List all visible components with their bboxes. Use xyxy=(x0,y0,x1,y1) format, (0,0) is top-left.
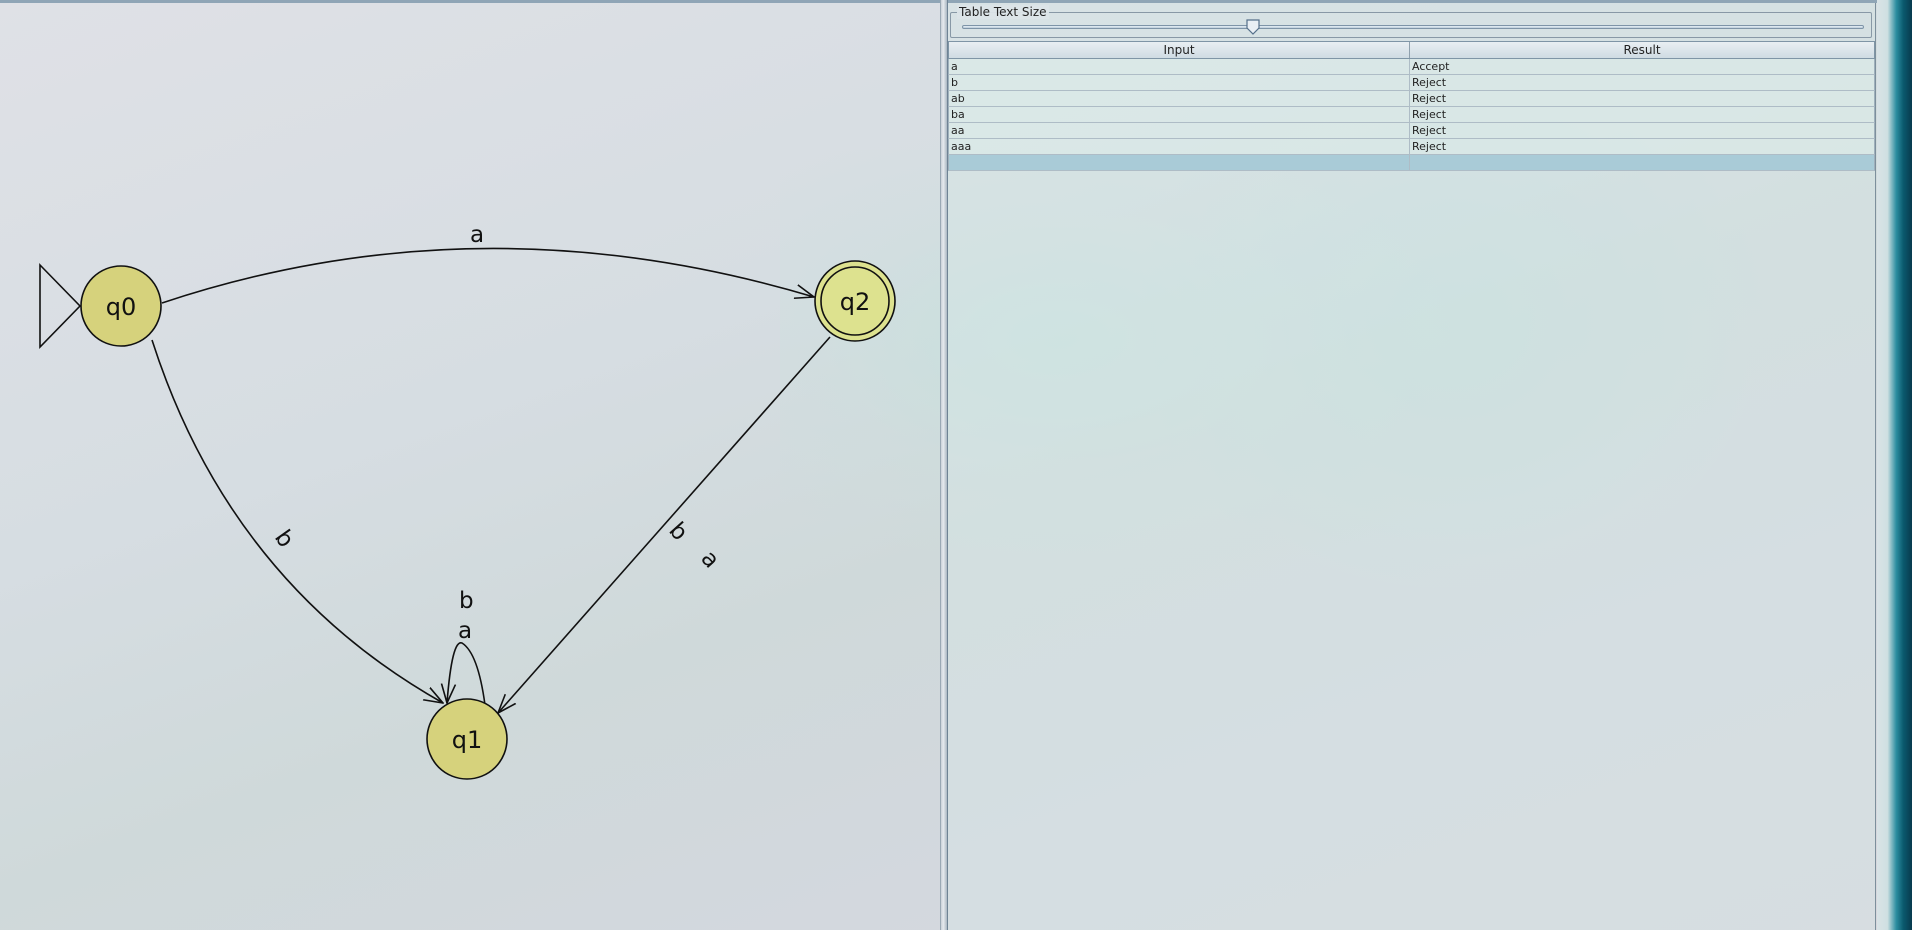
initial-state-arrow xyxy=(39,263,82,349)
result-cell: Accept xyxy=(1412,60,1450,73)
results-panel: Table Text Size Input Result a Accept b … xyxy=(948,3,1876,930)
transition-label-q1-q1-a: a xyxy=(458,618,472,644)
table-row[interactable]: a Accept xyxy=(948,59,1875,75)
text-size-slider-track[interactable] xyxy=(962,25,1864,29)
desktop-background-edge xyxy=(1877,0,1912,930)
transition-q0-q2[interactable] xyxy=(161,247,814,304)
background-nebula-2 xyxy=(1100,120,1800,620)
state-label-q0: q0 xyxy=(106,293,137,321)
split-pane-divider[interactable] xyxy=(940,0,948,930)
slider-legend: Table Text Size xyxy=(957,5,1049,19)
result-cell: Reject xyxy=(1412,92,1447,105)
state-label-q2: q2 xyxy=(840,288,871,316)
input-cell[interactable]: ba xyxy=(949,107,1410,122)
transition-q1-q1[interactable] xyxy=(447,642,486,706)
input-cell[interactable]: a xyxy=(949,59,1410,74)
transition-label-q0-q2: a xyxy=(470,222,484,248)
input-cell[interactable]: aaa xyxy=(949,139,1410,154)
result-cell: Reject xyxy=(1412,140,1447,153)
transition-label-q1-q1-b: b xyxy=(459,588,474,614)
background-nebula xyxy=(780,150,1480,570)
state-q0[interactable]: q0 xyxy=(80,265,162,347)
column-header-input[interactable]: Input xyxy=(949,42,1410,58)
transition-q0-q1[interactable] xyxy=(151,339,443,703)
table-row[interactable]: aa Reject xyxy=(948,123,1875,139)
result-cell xyxy=(1410,155,1874,170)
table-row[interactable]: ab Reject xyxy=(948,91,1875,107)
result-cell: Reject xyxy=(1412,108,1447,121)
transition-q2-q1[interactable] xyxy=(498,336,831,713)
table-row-empty-selected[interactable] xyxy=(948,155,1875,171)
state-q2[interactable]: q2 xyxy=(814,260,896,342)
automaton-canvas[interactable]: a b b a b a q0 q1 q2 xyxy=(0,3,940,930)
input-cell[interactable] xyxy=(949,155,1410,170)
state-label-q1: q1 xyxy=(452,726,483,754)
table-header: Input Result xyxy=(948,41,1875,59)
transition-label-q0-q1: b xyxy=(269,526,299,553)
input-cell[interactable]: aa xyxy=(949,123,1410,138)
column-header-result[interactable]: Result xyxy=(1623,43,1661,57)
transition-label-q2-q1-b: b xyxy=(664,518,693,546)
transition-label-q2-q1-a: a xyxy=(696,546,725,574)
result-cell: Reject xyxy=(1412,76,1447,89)
input-cell[interactable]: ab xyxy=(949,91,1410,106)
table-row[interactable]: b Reject xyxy=(948,75,1875,91)
input-cell[interactable]: b xyxy=(949,75,1410,90)
results-table: Input Result a Accept b Reject ab Reject… xyxy=(948,41,1875,171)
result-cell: Reject xyxy=(1412,124,1447,137)
table-text-size-group: Table Text Size xyxy=(950,5,1872,38)
table-row[interactable]: ba Reject xyxy=(948,107,1875,123)
table-row[interactable]: aaa Reject xyxy=(948,139,1875,155)
window-top-border xyxy=(0,0,1912,3)
text-size-slider-thumb[interactable] xyxy=(1246,19,1260,35)
automaton-diagram[interactable]: a b b a b a q0 q1 q2 xyxy=(0,3,940,930)
state-q1[interactable]: q1 xyxy=(426,698,508,780)
